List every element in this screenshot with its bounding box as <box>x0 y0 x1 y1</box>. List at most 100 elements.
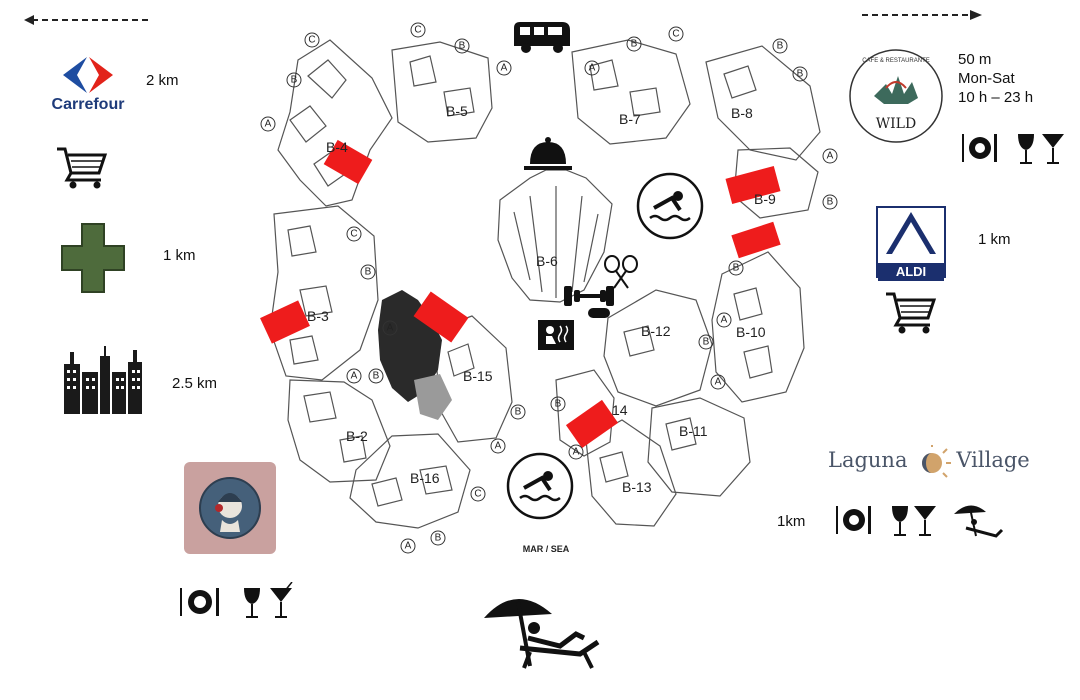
sea-label: MAR / SEA <box>523 544 570 554</box>
wild-logo: WILD CAFE & RESTAURANTE <box>849 49 943 143</box>
building-outline-b16 <box>349 433 471 529</box>
beach-lounger-icon <box>954 505 1004 538</box>
building-label: B-6 <box>536 253 558 269</box>
building-label: B-4 <box>326 139 348 155</box>
arrow-left-icon <box>24 15 148 25</box>
wild-days: Mon-Sat <box>958 70 1015 87</box>
portrait-emblem-icon <box>199 477 261 539</box>
wild-ring-text: CAFE & RESTAURANTE <box>862 58 930 64</box>
wild-info: 50 m Mon-Sat 10 h – 23 h <box>958 50 1033 107</box>
plate-cutlery-icon <box>836 506 871 534</box>
carrefour-wordmark: Carrefour <box>51 96 125 113</box>
building-outline-b5 <box>391 41 493 143</box>
svg-text:A: A <box>405 541 412 552</box>
building-label: B-3 <box>307 308 329 324</box>
svg-text:B: B <box>365 267 372 278</box>
building-outline-b4 <box>277 39 393 207</box>
wild-hours: 10 h – 23 h <box>958 89 1034 106</box>
cocktail-glass-icon <box>914 506 936 536</box>
svg-text:A: A <box>265 119 272 130</box>
building-outline-b7 <box>571 39 691 145</box>
svg-text:C: C <box>414 25 421 36</box>
shopping-cart-icon <box>57 147 108 189</box>
resort-site-map: B-4 B-5 B-7 B-8 B-9 B-6 B-3 B-12 B-10 B-… <box>260 22 838 554</box>
svg-text:A: A <box>351 371 358 382</box>
building-outline-b14 <box>555 369 615 457</box>
svg-text:B: B <box>515 407 522 418</box>
svg-text:C: C <box>672 29 679 40</box>
city-distance: 2.5 km <box>172 375 218 392</box>
cocktail-glass-icon <box>1042 134 1064 164</box>
svg-text:B: B <box>733 263 740 274</box>
building-outline-b2 <box>287 379 391 483</box>
building-outline-b6 <box>497 169 613 303</box>
wine-glass-icon <box>1018 134 1034 164</box>
aldi-logo: ALDI <box>876 206 946 281</box>
left-dining-icons <box>178 581 308 627</box>
building-outline-b8 <box>705 45 821 161</box>
gym-icon <box>564 286 614 318</box>
reserved-block-b4 <box>323 139 373 185</box>
laguna-amenity-svg <box>836 505 1004 538</box>
building-label: B-12 <box>641 323 671 339</box>
building-label: B-11 <box>679 423 708 439</box>
carrefour-distance: 2 km <box>146 72 179 89</box>
laguna-word: Laguna <box>828 448 908 473</box>
reserved-block-b9a <box>725 165 781 205</box>
restaurant-bell-icon <box>524 137 572 170</box>
building-label: B-8 <box>731 105 753 121</box>
plate-cutlery-icon <box>962 134 997 162</box>
svg-text:A: A <box>715 377 722 388</box>
svg-text:B: B <box>459 41 466 52</box>
svg-text:B: B <box>797 69 804 80</box>
svg-text:A: A <box>721 315 728 326</box>
building-label: B-2 <box>346 428 368 444</box>
building-label: B-7 <box>619 111 641 127</box>
pool-icon <box>506 452 574 520</box>
reserved-block-b9b <box>731 221 781 259</box>
laguna-amenity-icons <box>834 500 1006 547</box>
reserved-markers <box>260 139 781 449</box>
pool-icon <box>636 172 704 240</box>
building-outline-b15 <box>433 315 513 443</box>
reserved-block-b3 <box>260 300 310 344</box>
aldi-wordmark: ALDI <box>878 263 944 281</box>
building-outline-b10 <box>711 251 805 403</box>
carrefour-logo: Carrefour <box>42 55 134 114</box>
laguna-sun-icon <box>921 443 951 478</box>
building-label: B-9 <box>754 191 776 207</box>
minibus-icon <box>514 22 570 53</box>
wild-dining-icons <box>960 128 1070 173</box>
svg-text:A: A <box>827 151 834 162</box>
svg-text:B: B <box>373 371 380 382</box>
laguna-distance: 1km <box>777 513 806 530</box>
aldi-emblem-icon <box>886 212 936 254</box>
svg-text:B: B <box>703 337 710 348</box>
laguna-logo: Laguna Village <box>828 443 1030 481</box>
building-outline-b12 <box>603 289 713 407</box>
wine-glass-icon <box>892 506 908 536</box>
svg-text:B: B <box>777 41 784 52</box>
building-label: B-16 <box>410 470 440 486</box>
building-outline-b3 <box>269 205 379 381</box>
svg-text:B: B <box>435 533 442 544</box>
building-label: 14 <box>612 402 628 418</box>
building-label: B-15 <box>463 368 493 384</box>
hatched-building-block <box>414 374 452 420</box>
svg-text:B: B <box>631 39 638 50</box>
carrefour-emblem-icon <box>63 57 113 93</box>
svg-text:A: A <box>387 323 394 334</box>
village-word: Village <box>956 448 1030 473</box>
plate-cutlery-icon <box>180 588 219 616</box>
pharmacy-distance: 1 km <box>163 247 196 264</box>
svg-text:A: A <box>501 63 508 74</box>
svg-text:A: A <box>589 63 596 74</box>
svg-text:A: A <box>495 441 502 452</box>
beach-lounger-icon <box>484 598 600 669</box>
wine-glass-icon <box>244 588 260 618</box>
building-outline-b11 <box>647 397 751 497</box>
building-label: B-13 <box>622 479 652 495</box>
cocktail-glass-icon <box>270 581 293 618</box>
shopping-cart-icon <box>886 292 937 334</box>
